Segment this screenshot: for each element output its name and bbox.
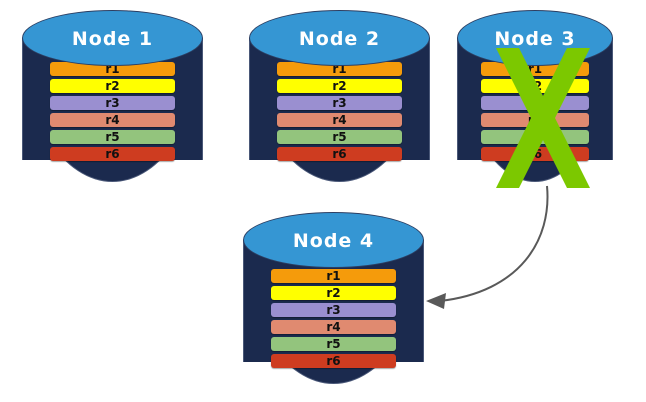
node-3-records: r1 r2 r3 r4 r5 r6	[481, 62, 589, 161]
record-label: r5	[527, 130, 543, 144]
record-row[interactable]: r2	[277, 79, 402, 93]
record-row[interactable]: r5	[271, 337, 396, 351]
record-row[interactable]: r5	[481, 130, 589, 144]
record-row[interactable]: r3	[50, 96, 175, 110]
node-3-title: Node 3	[494, 28, 576, 50]
record-label: r5	[332, 130, 347, 144]
arrowhead-icon	[426, 293, 446, 309]
record-row[interactable]: r6	[271, 354, 396, 368]
record-label: r3	[332, 96, 347, 110]
record-label: r2	[332, 79, 347, 93]
record-row[interactable]: r1	[277, 62, 402, 76]
record-label: r6	[326, 354, 341, 368]
record-label: r3	[326, 303, 341, 317]
record-row[interactable]: r4	[50, 113, 175, 127]
record-label: r6	[332, 147, 347, 161]
record-row[interactable]: r6	[50, 147, 175, 161]
record-row[interactable]: r1	[271, 269, 396, 283]
node-2-title: Node 2	[298, 28, 381, 50]
node-1-records: r1 r2 r3 r4 r5 r6	[50, 62, 175, 161]
record-label: r4	[326, 320, 341, 334]
node-2-records: r1 r2 r3 r4 r5 r6	[277, 62, 402, 161]
record-label: r3	[105, 96, 120, 110]
record-label: r4	[105, 113, 120, 127]
record-row[interactable]: r2	[481, 79, 589, 93]
record-label: r2	[105, 79, 120, 93]
record-row[interactable]: r6	[481, 147, 589, 161]
record-label: r5	[105, 130, 120, 144]
record-row[interactable]: r4	[277, 113, 402, 127]
record-row[interactable]: r4	[271, 320, 396, 334]
record-row[interactable]: r3	[271, 303, 396, 317]
record-row[interactable]: r5	[277, 130, 402, 144]
node-4-cylinder-top	[243, 212, 424, 268]
record-row[interactable]: r2	[50, 79, 175, 93]
record-label: r4	[332, 113, 347, 127]
record-row[interactable]: r3	[277, 96, 402, 110]
record-label: r6	[527, 147, 543, 161]
record-label: r5	[326, 337, 341, 351]
node-1[interactable]: Node 1 r1 r2 r3 r4 r5 r6	[22, 10, 203, 182]
record-label: r3	[527, 96, 543, 110]
record-label: r1	[332, 62, 347, 76]
record-row[interactable]: r2	[271, 286, 396, 300]
node-2[interactable]: Node 2 r1 r2 r3 r4 r5 r6	[249, 10, 430, 182]
record-label: r1	[326, 269, 341, 283]
record-label: r4	[527, 113, 543, 127]
record-label: r1	[105, 62, 120, 76]
record-row[interactable]: r6	[277, 147, 402, 161]
node-4-title: Node 4	[292, 230, 375, 252]
node-2-cylinder-top	[249, 10, 430, 66]
record-row[interactable]: r5	[50, 130, 175, 144]
record-label: r6	[105, 147, 120, 161]
record-label: r2	[326, 286, 341, 300]
record-row[interactable]: r3	[481, 96, 589, 110]
node-1-title: Node 1	[71, 28, 154, 50]
record-label: r2	[527, 79, 543, 93]
record-row[interactable]: r1	[50, 62, 175, 76]
node-3[interactable]: Node 3 r1 r2 r3 r4 r5 r6	[457, 10, 613, 182]
node-4[interactable]: Node 4 r1 r2 r3 r4 r5 r6	[243, 212, 424, 384]
node-4-records: r1 r2 r3 r4 r5 r6	[271, 269, 396, 368]
node-1-cylinder-top	[22, 10, 203, 66]
record-row[interactable]: r4	[481, 113, 589, 127]
